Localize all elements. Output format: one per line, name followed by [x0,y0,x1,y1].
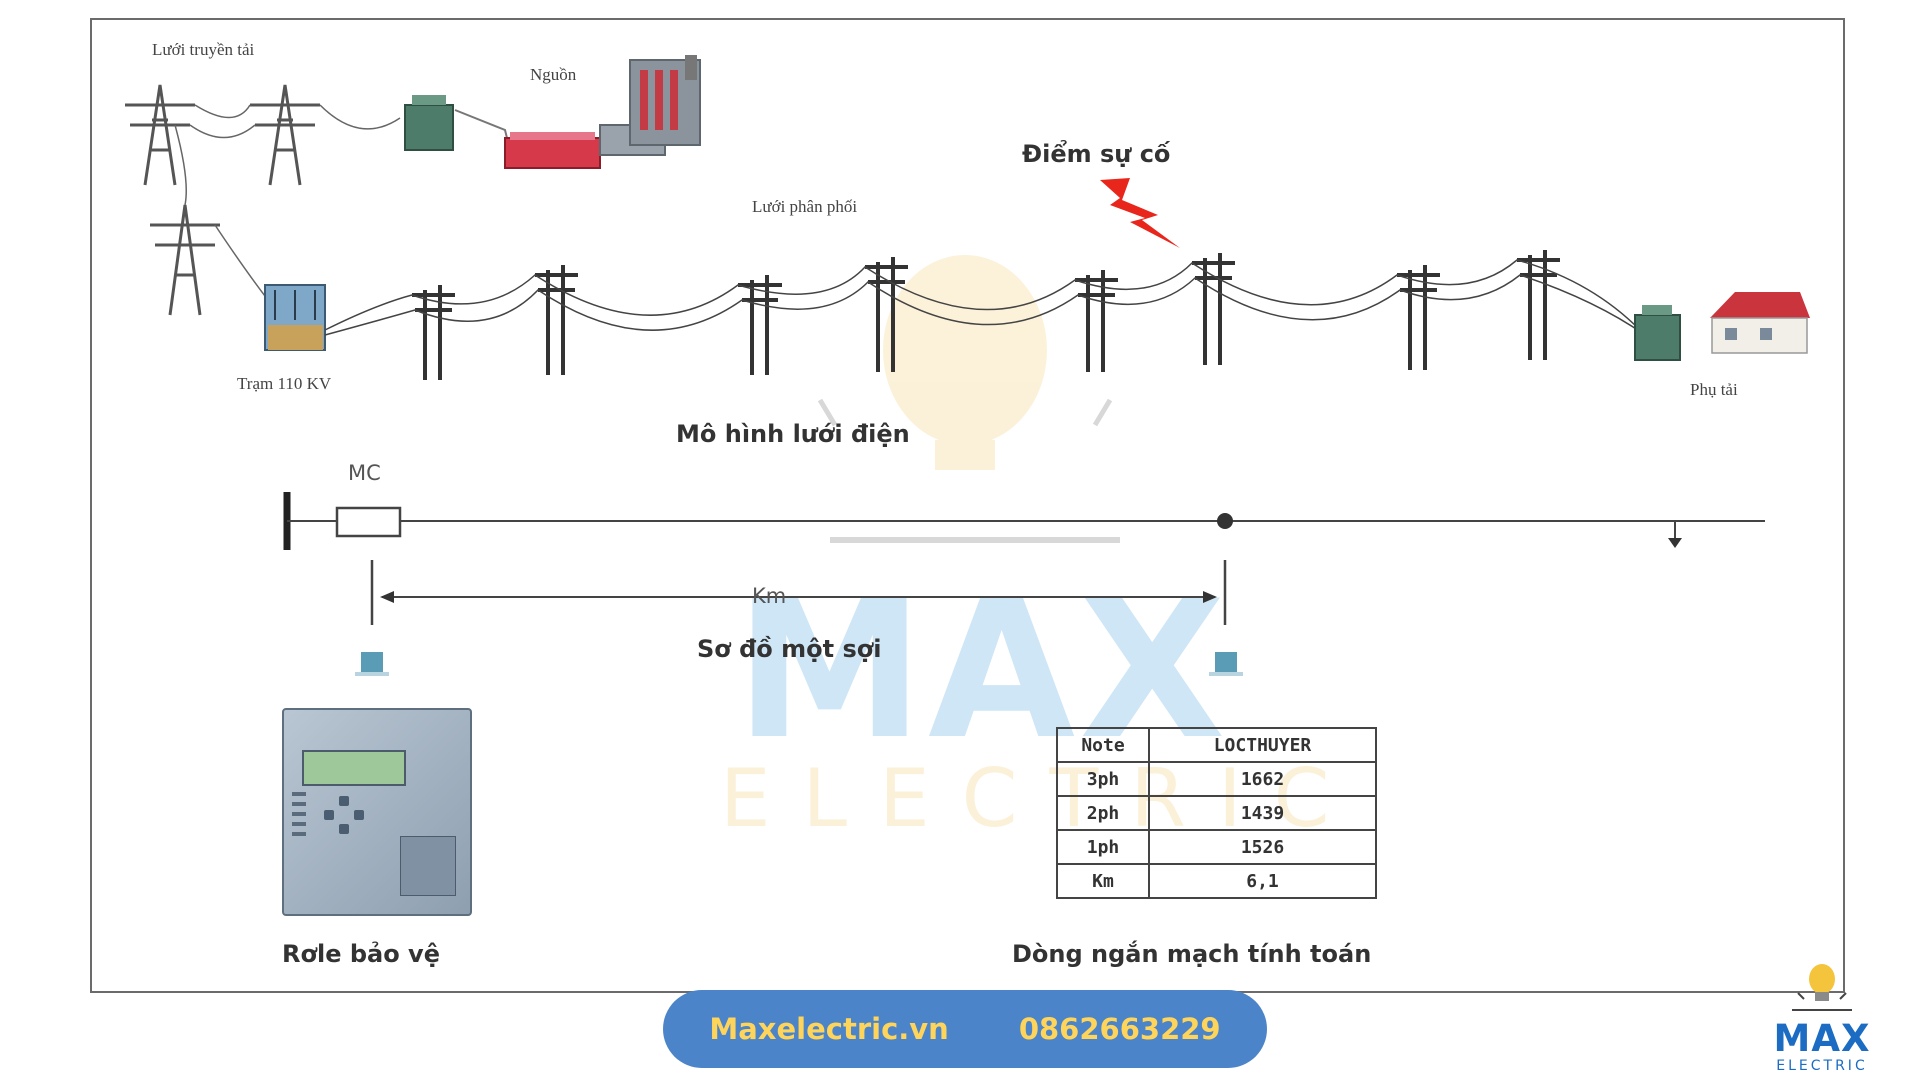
distribution-lines [324,259,1646,336]
source-label: Nguồn [530,65,577,84]
transformer-icon [404,95,454,151]
table-row: 2ph 1439 [1056,795,1377,831]
contact-bar: Maxelectric.vn 0862663229 [663,990,1267,1068]
substation-label: Trạm 110 KV [237,374,332,393]
logo-subtitle: ELECTRIC [1776,1058,1868,1074]
distribution-pole-icon [412,285,455,380]
protection-relay-device [282,708,472,916]
distribution-pole-icon [1517,250,1560,360]
grid-model-label: Mô hình lưới điện [676,420,910,448]
table-cell-value: 1662 [1148,761,1377,797]
phone-number[interactable]: 0862663229 [1018,1012,1221,1046]
table-row: Km 6,1 [1056,863,1377,899]
distribution-grid-label: Lưới phân phối [752,197,858,216]
calc-fault-current-label: Dòng ngắn mạch tính toán [1012,940,1372,968]
single-line-label: Sơ đồ một sợi [697,635,882,663]
single-line-diagram [283,492,1765,625]
table-header-row: Note LOCTHUYER [1056,727,1377,763]
lightning-bolt-icon [1100,178,1180,248]
substation-icon [264,284,326,351]
relay-display [302,750,406,786]
fault-current-table: Note LOCTHUYER 3ph 1662 2ph 1439 1ph 152… [1056,727,1377,899]
distance-label: Km [752,584,787,608]
brand-logo: MAX ELECTRIC [1762,955,1882,1075]
distribution-pole-icon [738,275,782,375]
load-arrow-icon [1668,538,1682,548]
table-cell-value: 6,1 [1148,863,1377,899]
generator-icon [504,132,601,169]
table-row: 1ph 1526 [1056,829,1377,865]
distribution-pole-icon [1397,265,1440,370]
distribution-pole-icon [1192,253,1235,365]
measurement-marker-icon [1209,652,1243,676]
measurement-marker-icon [355,652,389,676]
power-plant-icon [599,55,701,156]
table-cell-value: 1526 [1148,829,1377,865]
distribution-pole-icon [865,257,908,372]
logo-title: MAX [1773,1017,1871,1060]
website-link[interactable]: Maxelectric.vn [709,1012,949,1046]
distribution-pole-icon [535,265,578,375]
transmission-grid-label: Lưới truyền tải [152,40,255,59]
table-cell-note: 1ph [1056,829,1150,865]
table-row: 3ph 1662 [1056,761,1377,797]
distribution-pole-icon [1075,270,1118,372]
fault-point-label: Điểm sự cố [1022,140,1171,168]
relay-keypad-icon [314,796,374,836]
watermark-bulb-icon [817,255,1120,543]
house-icon [1710,292,1810,354]
table-cell-value: 1439 [1148,795,1377,831]
table-cell-note: 2ph [1056,795,1150,831]
table-header-note: Note [1056,727,1150,763]
protection-relay-label: Rơle bảo vệ [282,940,440,968]
table-header-value: LOCTHUYER [1148,727,1377,763]
relay-button-panel [400,836,456,896]
distribution-poles [412,250,1560,380]
bulb-logo-icon [1792,964,1852,1011]
breaker-label: MC [348,461,381,485]
transmission-tower-icon [125,84,320,316]
fault-point-icon [1217,513,1233,529]
load-label: Phụ tải [1690,380,1738,399]
table-cell-note: 3ph [1056,761,1150,797]
load-transformer-icon [1634,305,1681,361]
circuit-breaker-icon [335,506,402,538]
table-cell-note: Km [1056,863,1150,899]
